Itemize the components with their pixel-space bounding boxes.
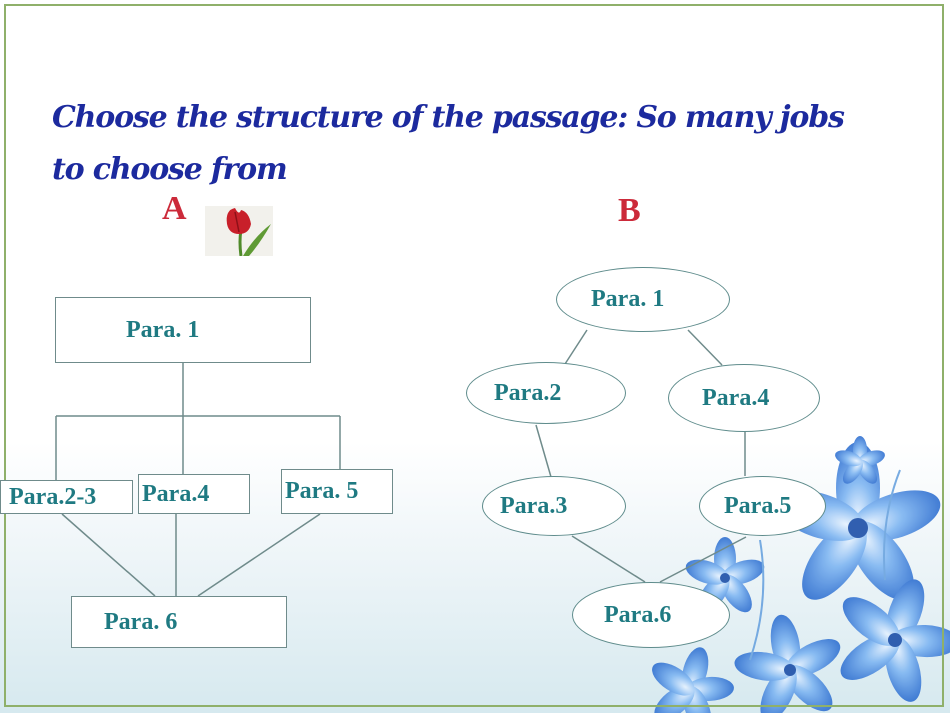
tulip-icon: [205, 206, 273, 256]
diagram-a-para5-label: Para. 5: [285, 478, 359, 504]
diagram-b-para4-label: Para.4: [702, 384, 770, 411]
diagram-b-para2-oval: Para.2: [466, 362, 626, 424]
diagram-b-para5-label: Para.5: [724, 492, 792, 519]
diagram-b-para3-oval: Para.3: [482, 476, 626, 536]
diagram-a-para1-box: Para. 1: [55, 297, 311, 363]
diagram-b-para1-label: Para. 1: [591, 286, 665, 312]
diagram-b-para6-oval: Para.6: [572, 582, 730, 648]
diagram-a-para6-box: Para. 6: [71, 596, 287, 648]
option-b-label: B: [618, 192, 641, 229]
diagram-a-para1-label: Para. 1: [126, 316, 200, 343]
diagram-a-para23-label: Para.2-3: [9, 483, 97, 510]
diagram-a-para23-box: Para.2-3: [0, 480, 133, 514]
diagram-b-para4-oval: Para.4: [668, 364, 820, 432]
diagram-b-para5-oval: Para.5: [699, 476, 826, 536]
diagram-a-para6-label: Para. 6: [104, 608, 178, 635]
diagram-a-para4-box: Para.4: [138, 474, 250, 514]
diagram-b-para3-label: Para.3: [500, 492, 568, 519]
option-a-label: A: [162, 190, 187, 227]
diagram-a-para5-box: Para. 5: [281, 469, 393, 514]
diagram-a-para4-label: Para.4: [142, 480, 210, 507]
diagram-b-para6-label: Para.6: [604, 601, 672, 628]
diagram-b-para1-oval: Para. 1: [556, 267, 730, 332]
diagram-b-para2-label: Para.2: [494, 379, 562, 406]
page-title: Choose the structure of the passage: So …: [52, 100, 845, 187]
